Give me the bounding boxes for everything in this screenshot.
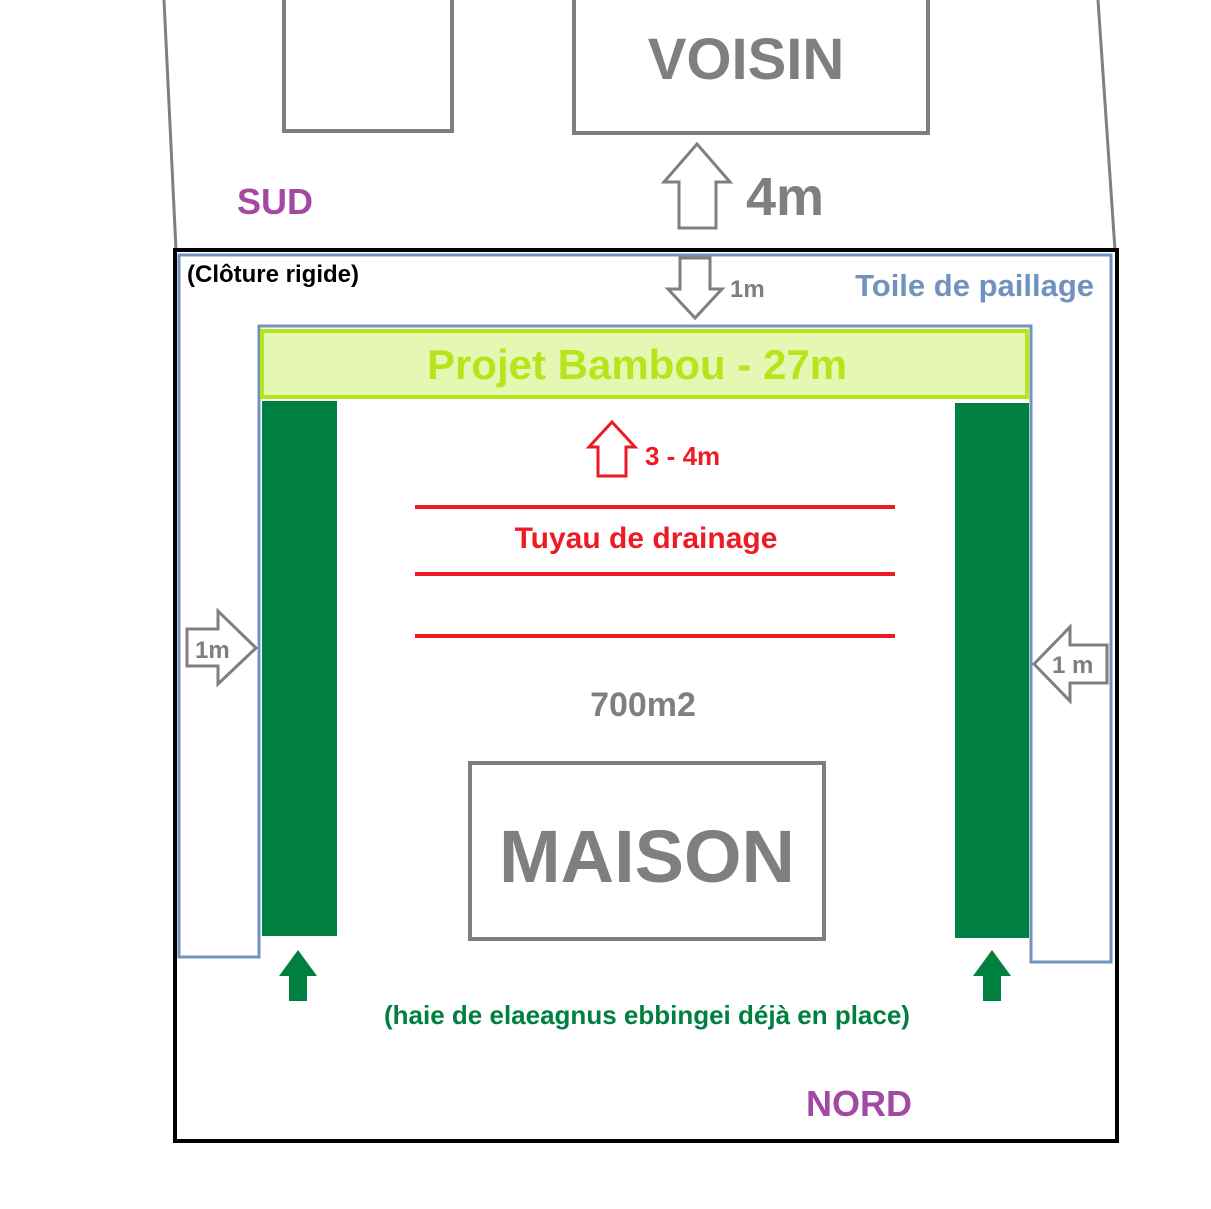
fence-label: (Clôture rigide)	[187, 261, 359, 288]
rigid-fence-boundary	[173, 248, 1119, 1143]
distance-right-label: 1 m	[1052, 652, 1093, 679]
mulch-label: Toile de paillage	[855, 268, 1094, 303]
height-range-label: 3 - 4m	[645, 441, 720, 471]
drainage-label: Tuyau de drainage	[515, 522, 778, 555]
house-label: MAISON	[499, 815, 795, 898]
neighbor-boundary-left	[162, 0, 178, 251]
neighbor-house-box	[572, 0, 930, 135]
distance-right-arrow-icon	[185, 607, 259, 688]
bamboo-project-zone	[260, 329, 1029, 399]
hedge-left-arrow-icon	[279, 950, 317, 1001]
bamboo-project-label: Projet Bambou - 27m	[427, 341, 847, 388]
hedge-left	[262, 401, 337, 936]
distance-up-arrow-icon	[660, 141, 734, 230]
hedge-right	[955, 403, 1029, 938]
distance-top-label: 1m	[730, 276, 765, 303]
neighbor-boundary-right	[1096, 0, 1117, 251]
hedge-right-arrow-icon	[973, 950, 1011, 1001]
area-label: 700m2	[590, 686, 696, 724]
neighbor-label: VOISIN	[648, 27, 845, 92]
house-box	[468, 761, 826, 941]
distance-down-arrow-icon	[664, 256, 726, 321]
height-up-arrow-icon	[585, 419, 639, 478]
distance-left-label: 1m	[195, 637, 230, 664]
hedge-label: (haie de elaeagnus ebbingei déjà en plac…	[384, 1000, 910, 1030]
south-label: SUD	[237, 181, 313, 222]
distance-left-arrow-icon	[1031, 623, 1109, 705]
neighbor-annex-box	[282, 0, 454, 133]
mulch-fabric-outline	[177, 253, 1113, 964]
distance-neighbor-label: 4m	[746, 167, 824, 227]
north-label: NORD	[806, 1083, 912, 1124]
